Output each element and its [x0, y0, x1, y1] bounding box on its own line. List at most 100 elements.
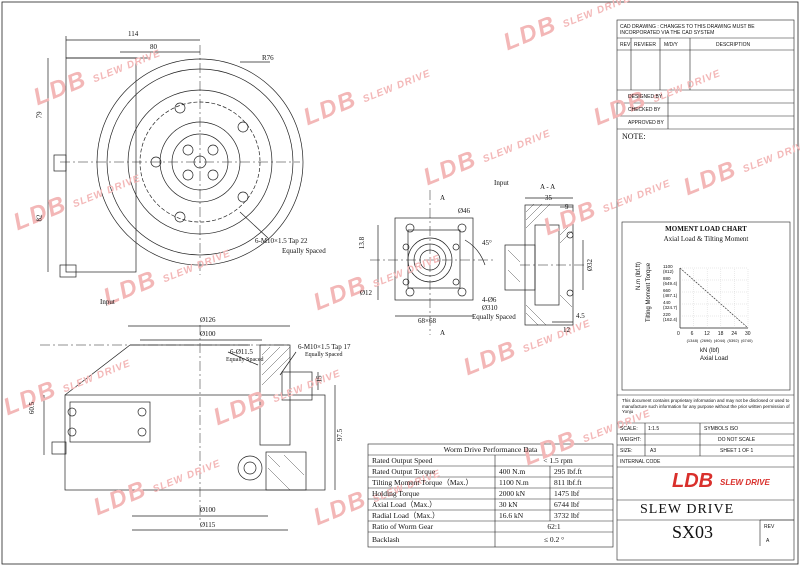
size-label: SIZE:: [620, 448, 633, 454]
dim-label: A: [440, 194, 446, 202]
table-row-label: Rated Output Torque: [372, 467, 436, 476]
table-row-label: Ratio of Worm Gear: [372, 522, 434, 531]
dim-label: Equally Spaced: [226, 357, 264, 363]
dim-label: Ø100: [200, 506, 216, 514]
table-row-label: Backlash: [372, 535, 400, 544]
table-row-label: Radial Load（Max.）: [372, 511, 440, 520]
chart-y-tick: 660: [663, 288, 671, 293]
chart-y-tick: (324.7): [663, 305, 678, 310]
dim-label: 6-Ø11.5: [230, 348, 253, 356]
table-cell: 62:1: [547, 522, 561, 531]
checked-by-label: CHECKED BY: [628, 107, 661, 113]
chart-y-tick: 440: [663, 300, 671, 305]
chart-x-tick: 6: [690, 331, 694, 337]
chart-x-tick-sub: (5392): [727, 338, 739, 343]
table-title: Worm Drive Performance Data: [443, 445, 538, 454]
chart-x-tick-sub: (1348): [686, 338, 699, 343]
chart-x-tick: 18: [717, 331, 724, 337]
dim-label: Equally Spaced: [472, 313, 516, 321]
dim-label: 12: [563, 326, 570, 334]
dim-label: 13.8: [358, 236, 367, 250]
chart-ylabel-2: Tilting Moment Torque: [646, 262, 652, 322]
chart-y-tick: 220: [663, 312, 671, 317]
scale-label: SCALE:: [620, 426, 638, 432]
note-label: NOTE:: [622, 132, 646, 141]
rev-label: REV: [764, 524, 775, 530]
dim-label: 80: [150, 43, 157, 51]
dim-label: Ø310: [482, 304, 498, 312]
dim-label: 79: [35, 111, 44, 119]
chart-x-tick: 30: [745, 331, 751, 337]
chart-x-tick: 0: [677, 331, 680, 337]
dim-label: A: [440, 329, 446, 337]
dim-label: 45°: [482, 239, 492, 247]
dim-label: 6-M10×1.5 Tap 17: [298, 343, 351, 351]
size-value: A3: [650, 448, 657, 454]
table-row-label: Axial Load（Max.）: [372, 500, 437, 509]
dim-label: Ø12: [360, 289, 373, 297]
table-cell: 811 lbf.ft: [554, 478, 582, 487]
dim-label: 9: [565, 203, 569, 211]
dim-label: 4-Ø6: [482, 296, 497, 304]
company-logo-tag: SLEW DRIVE: [720, 478, 770, 487]
chart-y-tick: 880: [663, 276, 671, 281]
chart-x-tick-sub: (4044): [713, 338, 726, 343]
table-cell: ≤ 0.2 °: [543, 535, 565, 544]
chart-y-tick: (487.1): [663, 293, 678, 298]
dim-label: A - A: [540, 183, 556, 191]
product-name: SLEW DRIVE: [640, 502, 735, 517]
chart-title: MOMENT LOAD CHART: [665, 225, 747, 233]
chart-x-tick-sub: (6740): [741, 338, 753, 343]
dim-label: Ø46: [458, 207, 471, 215]
table-cell: 400 N.m: [499, 467, 526, 476]
dim-label: Ø115: [200, 521, 216, 529]
table-cell: 16.6 kN: [499, 511, 524, 520]
do-not-scale: DO NOT SCALE: [718, 437, 756, 443]
table-cell: 295 lbf.ft: [554, 467, 582, 476]
proprietary-note: This document contains proprietary infor…: [622, 398, 790, 414]
table-cell: 1475 lbf: [554, 489, 580, 498]
dim-label: 82: [35, 214, 44, 222]
chart-series-line: [679, 267, 749, 329]
dim-label: Equally Spaced: [305, 352, 343, 358]
cad-note: CAD DRAWING : CHANGES TO THIS DRAWING MU…: [620, 24, 755, 36]
dim-label: Ø126: [200, 316, 216, 324]
chart-y-tick: (162.4): [663, 317, 678, 322]
dim-label: 35: [545, 194, 552, 202]
dim-label: Input: [100, 298, 115, 306]
rev-header: REVIEER: [634, 42, 656, 48]
rev-header: DESCRIPTION: [716, 42, 751, 48]
dim-label: 114: [128, 30, 139, 38]
dim-label: Ø32: [586, 258, 595, 272]
table-row-label: Tilting Moment Torque（Max.）: [372, 478, 473, 487]
rev-header: REV: [620, 42, 631, 48]
chart-xlabel-2: Axial Load: [700, 356, 729, 362]
dim-label: Input: [494, 179, 509, 187]
chart-xlabel: kN (lbf): [700, 348, 720, 354]
chart-x-tick-sub: (2696): [700, 338, 712, 343]
table-cell: 3732 lbf: [554, 511, 580, 520]
dim-label: 60.5: [28, 401, 37, 415]
chart-y-tick: (812): [663, 269, 674, 274]
weight-label: WEIGHT:: [620, 437, 641, 443]
model-number: SX03: [672, 522, 714, 542]
sheet-info: SHEET 1 OF 1: [720, 448, 754, 454]
dim-label: 6-M10×1.5 Tap 22: [255, 237, 308, 245]
symbols-label: SYMBOLS ISO: [704, 426, 739, 432]
chart-y-tick: (649.4): [663, 281, 678, 286]
internal-code: INTERNAL CODE: [620, 459, 661, 465]
dim-label: 97.5: [336, 428, 345, 442]
table-cell: 1100 N.m: [499, 478, 529, 487]
rev-header: M/D/Y: [664, 42, 678, 48]
moment-chart: [679, 267, 749, 329]
table-row-label: Rated Output Speed: [372, 456, 433, 465]
scale-value: 1:1.5: [648, 426, 660, 432]
rev-value: A: [766, 538, 770, 544]
dim-label: Ø100: [200, 330, 216, 338]
chart-ylabel: N.m (lbf.ft): [636, 262, 642, 290]
table-cell: < 1.5 rpm: [543, 456, 573, 465]
dim-label: 68×68: [418, 317, 436, 325]
table-row-label: Holding Torque: [372, 489, 420, 498]
